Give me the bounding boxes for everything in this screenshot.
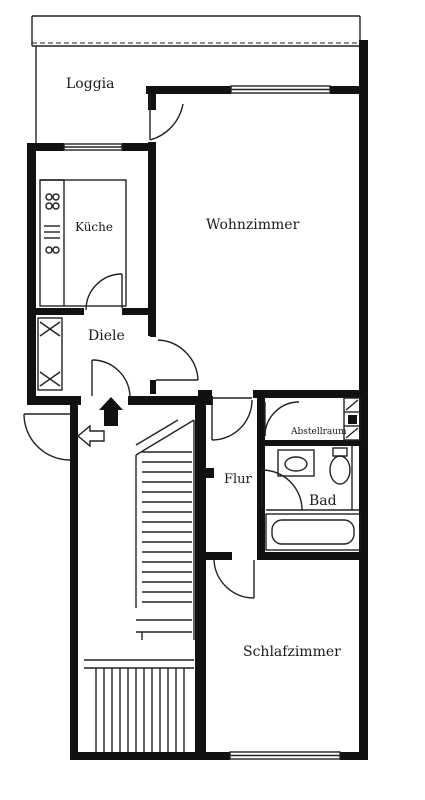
walls <box>27 40 368 760</box>
kitchen-counter <box>39 179 127 307</box>
room-label-schlafzimmer: Schlafzimmer <box>243 644 341 660</box>
door-swing-icon <box>23 94 303 599</box>
room-label-abstellraum: Abstellraum <box>290 427 347 437</box>
room-label-wohnzimmer: Wohnzimmer <box>206 217 300 233</box>
room-label-bad: Bad <box>309 493 337 509</box>
room-label-loggia: Loggia <box>66 76 114 92</box>
diele-wardrobe <box>37 317 63 391</box>
entrance-arrow-icon <box>76 397 123 448</box>
bathtub-icon <box>265 513 361 551</box>
room-label-diele: Diele <box>88 328 125 344</box>
washbasin-icon <box>277 449 315 477</box>
windows <box>63 85 341 760</box>
stair-landing <box>84 659 194 752</box>
room-label-kueche: Küche <box>75 220 113 234</box>
stair-icon <box>135 419 195 640</box>
utility-box <box>343 397 361 441</box>
stove-icon <box>44 193 60 254</box>
room-label-flur: Flur <box>224 472 253 487</box>
bath-shelf <box>266 446 360 511</box>
toilet-icon <box>329 447 351 485</box>
loggia-frame <box>31 15 366 145</box>
